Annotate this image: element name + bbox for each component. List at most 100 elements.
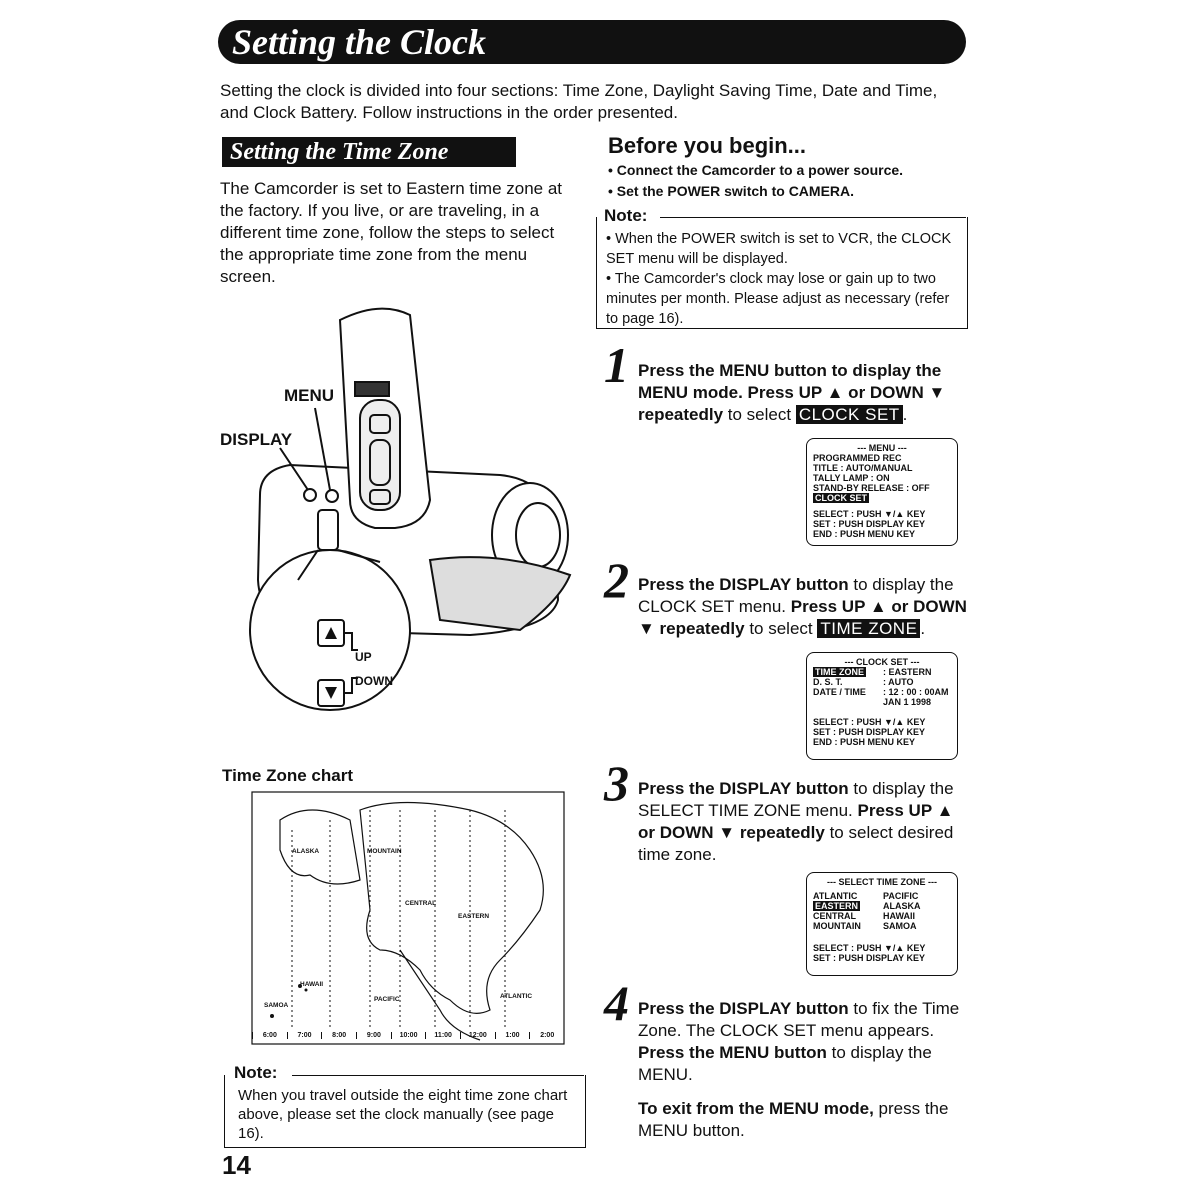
exit-plain: press the MENU button. bbox=[638, 1099, 949, 1140]
display-label: DISPLAY bbox=[220, 430, 293, 449]
screen-selected: CLOCK SET bbox=[813, 493, 870, 503]
screen-row: STAND-BY RELEASE : OFF bbox=[813, 483, 930, 493]
screen-value: : AUTO bbox=[883, 677, 914, 687]
zone-label-central: CENTRAL bbox=[405, 900, 437, 907]
time-tick: 1:00 bbox=[494, 1032, 530, 1039]
note1-item: • The Camcorder's clock may lose or gain… bbox=[606, 271, 950, 327]
section-title-bar bbox=[222, 137, 516, 167]
screen-key: DATE / TIME bbox=[813, 687, 866, 697]
screen-footer: SET : PUSH DISPLAY KEY bbox=[813, 519, 926, 529]
screen-row: TITLE : AUTO/MANUAL bbox=[813, 463, 913, 473]
note1-box bbox=[596, 217, 968, 329]
step-4-text: Press the DISPLAY button to fix the Time… bbox=[638, 998, 968, 1086]
up-label: UP bbox=[355, 650, 372, 664]
note2-top-line bbox=[292, 1075, 584, 1076]
step-2-end: . bbox=[920, 619, 926, 638]
time-tick: 8:00 bbox=[321, 1032, 356, 1039]
step-2-text: Press the DISPLAY button to display the … bbox=[638, 574, 968, 640]
screen-footer: SELECT : PUSH ▼/▲ KEY bbox=[813, 717, 926, 727]
time-tick: 6:00 bbox=[252, 1032, 287, 1039]
step-3-text: Press the DISPLAY button to display the … bbox=[638, 778, 968, 866]
screen-footer: SET : PUSH DISPLAY KEY bbox=[813, 953, 926, 963]
note2-box bbox=[224, 1075, 586, 1148]
zone-option: ALASKA bbox=[883, 901, 921, 911]
note2-body: When you travel outside the eight time z… bbox=[238, 1087, 568, 1142]
step-1-bold: Press the MENU button to display the MEN… bbox=[638, 361, 946, 424]
step-3-plain: to display the SELECT TIME ZONE menu. bbox=[638, 779, 954, 820]
screen-footer: SELECT : PUSH ▼/▲ KEY bbox=[813, 943, 926, 953]
step-2-plain: to display the CLOCK SET menu. bbox=[638, 575, 954, 616]
zone-label-eastern: EASTERN bbox=[458, 913, 490, 920]
screen-selected: TIME ZONE bbox=[813, 667, 866, 677]
note1-body: • When the POWER switch is set to VCR, t… bbox=[606, 229, 956, 329]
zone-label-mountain: MOUNTAIN bbox=[367, 848, 402, 855]
screen-row: PROGRAMMED REC bbox=[813, 453, 902, 463]
zone-option: PACIFIC bbox=[883, 891, 919, 901]
menu-label: MENU bbox=[284, 386, 335, 405]
zone-label-alaska: ALASKA bbox=[292, 848, 320, 855]
step-2-bold: Press the DISPLAY button bbox=[638, 575, 849, 594]
time-tick: 9:00 bbox=[356, 1032, 391, 1039]
camcorder-illustration bbox=[249, 307, 572, 711]
screen-row: TALLY LAMP : ON bbox=[813, 473, 890, 483]
step-3-number: 3 bbox=[604, 755, 629, 811]
time-zone-highlight: TIME ZONE bbox=[817, 619, 921, 638]
step-4-plain: to fix the Time Zone. The CLOCK SET menu… bbox=[638, 999, 960, 1040]
note1-item: • When the POWER switch is set to VCR, t… bbox=[606, 231, 952, 267]
screen-header: --- SELECT TIME ZONE --- bbox=[827, 877, 937, 887]
step-1-end: . bbox=[902, 405, 908, 424]
intro-paragraph: Setting the clock is divided into four s… bbox=[220, 81, 938, 122]
exit-instruction: To exit from the MENU mode, press the ME… bbox=[638, 1098, 968, 1142]
zone-label-hawaii: HAWAII bbox=[300, 981, 324, 988]
time-scale: 6:00 7:00 8:00 9:00 10:00 11:00 12:00 1:… bbox=[252, 1032, 564, 1039]
zone-option-selected: EASTERN bbox=[813, 901, 861, 911]
time-tick: 11:00 bbox=[425, 1032, 460, 1039]
exit-bold: To exit from the MENU mode, bbox=[638, 1099, 874, 1118]
down-label: DOWN bbox=[355, 674, 393, 688]
note2-heading: Note: bbox=[230, 1063, 282, 1083]
section-title: Setting the Time Zone bbox=[230, 139, 449, 165]
time-tick: 12:00 bbox=[460, 1032, 495, 1039]
zone-option: CENTRAL bbox=[813, 911, 856, 921]
zone-option: SAMOA bbox=[883, 921, 917, 931]
step-3-plain2: to select desired time zone. bbox=[638, 823, 954, 864]
screen-footer: END : PUSH MENU KEY bbox=[813, 737, 916, 747]
step-3-bold: Press the DISPLAY button bbox=[638, 779, 849, 798]
page-title: Setting the Clock bbox=[232, 22, 487, 62]
note1-top-line bbox=[660, 217, 966, 218]
time-tick: 7:00 bbox=[286, 1032, 322, 1039]
zone-option: MOUNTAIN bbox=[813, 921, 861, 931]
note1-heading: Note: bbox=[600, 206, 652, 226]
screen-footer: SELECT : PUSH ▼/▲ KEY bbox=[813, 509, 926, 519]
time-tick: 10:00 bbox=[390, 1032, 426, 1039]
zone-label-samoa: SAMOA bbox=[264, 1002, 289, 1009]
step-4-number: 4 bbox=[604, 975, 629, 1031]
clock-set-screen: --- CLOCK SET --- TIME ZONE: EASTERN D. … bbox=[806, 652, 958, 760]
clock-set-highlight: CLOCK SET bbox=[795, 405, 903, 424]
bullet-item: • Set the POWER switch to CAMERA. bbox=[608, 183, 855, 199]
screen-footer: SET : PUSH DISPLAY KEY bbox=[813, 727, 926, 737]
step-4-bold: Press the DISPLAY button bbox=[638, 999, 849, 1018]
screen-footer: END : PUSH MENU KEY bbox=[813, 529, 916, 539]
screen-value: : 12 : 00 : 00AM bbox=[883, 687, 949, 697]
step-3-bold2: Press UP ▲ or DOWN ▼ repeatedly bbox=[638, 801, 954, 842]
step-4-bold2: Press the MENU button bbox=[638, 1043, 827, 1062]
bullet-item: • Connect the Camcorder to a power sourc… bbox=[608, 162, 904, 178]
section-paragraph: The Camcorder is set to Eastern time zon… bbox=[220, 179, 563, 286]
screen-value: JAN 1 1998 bbox=[883, 697, 932, 707]
screen-key: D. S. T. bbox=[813, 677, 843, 687]
step-1-plain: to select bbox=[723, 405, 796, 424]
chart-heading: Time Zone chart bbox=[222, 766, 353, 785]
step-2-bold2: Press UP ▲ or DOWN ▼ repeatedly bbox=[638, 597, 967, 638]
step-4-plain2: to display the MENU. bbox=[638, 1043, 932, 1084]
step-2-number: 2 bbox=[604, 552, 629, 608]
screen-key bbox=[813, 697, 883, 707]
title-bar bbox=[218, 20, 966, 64]
zone-label-atlantic: ATLANTIC bbox=[500, 993, 533, 1000]
menu-screen: --- MENU --- PROGRAMMED REC TITLE : AUTO… bbox=[806, 438, 958, 546]
page-number: 14 bbox=[222, 1150, 251, 1180]
zone-label-pacific: PACIFIC bbox=[374, 996, 400, 1003]
time-zone-map bbox=[251, 791, 565, 1045]
step-1-text: Press the MENU button to display the MEN… bbox=[638, 360, 968, 426]
